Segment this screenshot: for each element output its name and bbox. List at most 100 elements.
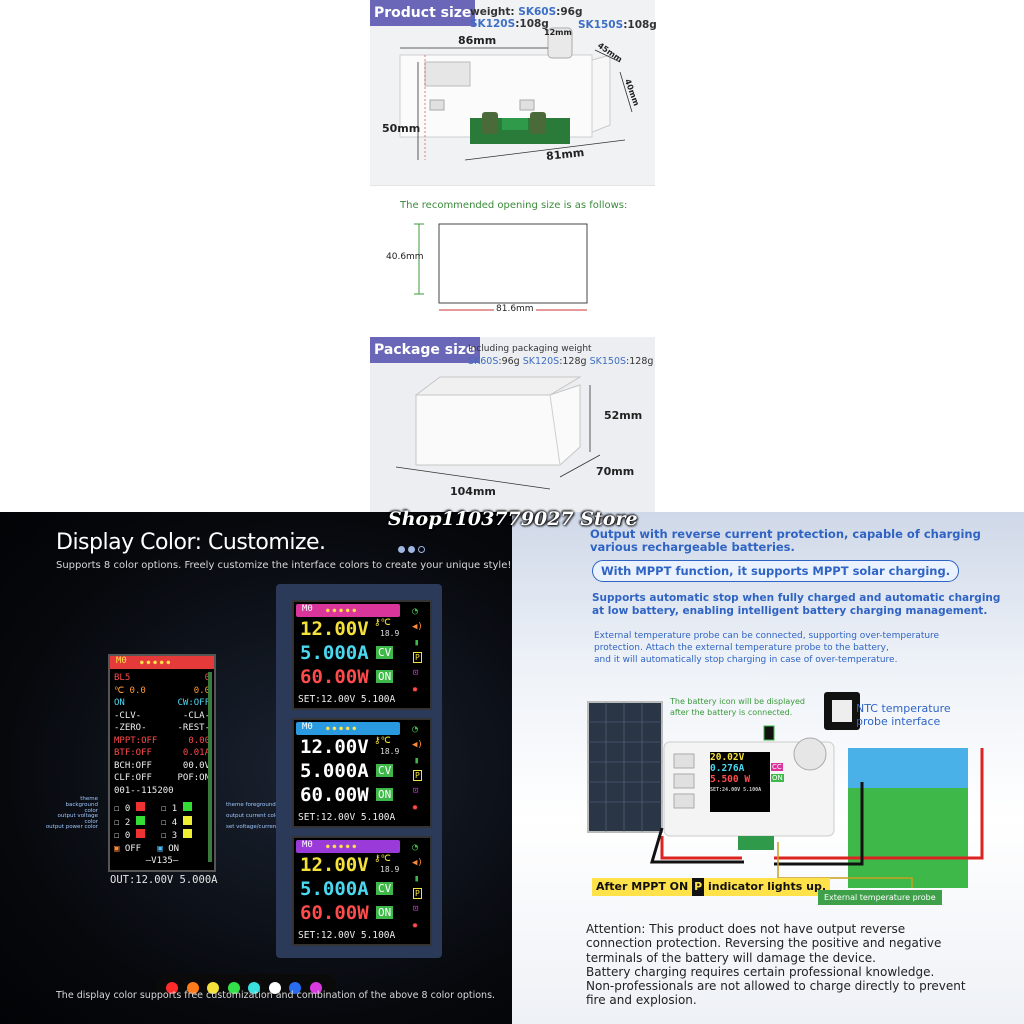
ext-probe-label: External temperature probe xyxy=(818,890,942,905)
screen-header: M0●●●●● xyxy=(296,722,400,735)
menu-version: —V135— xyxy=(145,856,179,866)
device-button[interactable] xyxy=(673,773,695,789)
device-button[interactable] xyxy=(673,753,695,769)
package-size-tag: Package size xyxy=(370,337,480,363)
color-row-value: 3 xyxy=(171,831,178,841)
dim-line xyxy=(594,49,621,63)
menu-scrollbar[interactable] xyxy=(208,672,212,862)
battery-icon: ▮ xyxy=(414,874,420,884)
dot[interactable] xyxy=(398,546,405,553)
mppt-scene xyxy=(587,692,984,888)
menu-row-key: ON xyxy=(114,698,125,708)
ntc-label: NTC temperature probe interface xyxy=(856,702,951,728)
color-swatch[interactable] xyxy=(289,982,301,994)
set-line: SET:12.00V 5.100A xyxy=(298,930,396,941)
wifi-icon: ◔ xyxy=(412,606,419,617)
opening-rect xyxy=(438,223,588,304)
speaker-icon: ◀) xyxy=(412,622,423,632)
package-drawing xyxy=(395,376,601,490)
swatch xyxy=(182,802,192,811)
device-clip xyxy=(519,99,535,111)
p-indicator-icon: P xyxy=(692,878,705,896)
switch-row[interactable]: ▣ OFF ▣ ON xyxy=(114,843,180,854)
weight-value: :108g xyxy=(515,18,549,30)
menu-row[interactable]: BL50 xyxy=(114,672,210,685)
color-row-value: 1 xyxy=(171,804,178,814)
color-swatch[interactable] xyxy=(309,982,322,994)
color-swatch[interactable] xyxy=(207,982,219,994)
menu-row-value: -CLA- xyxy=(182,710,210,721)
capacitor xyxy=(530,112,546,134)
device-clip xyxy=(429,99,445,111)
cv-badge: CV xyxy=(376,646,394,659)
on-badge: ON xyxy=(376,670,394,683)
color-swatch[interactable] xyxy=(186,982,199,994)
device-on: ON xyxy=(771,774,784,782)
menu-row-key: BL5 xyxy=(114,673,131,683)
probe-wire xyxy=(777,842,913,888)
device-set: SET:24.00V 5.100A xyxy=(710,787,762,793)
product-size-tag: Product size xyxy=(370,0,476,26)
screen-header-dots: ●●●●● xyxy=(326,843,360,850)
mppt-pill: With MPPT function, it supports MPPT sol… xyxy=(592,560,960,582)
device-screen xyxy=(424,61,471,87)
color-row[interactable]: ☐ 0 ☐ 1 xyxy=(114,802,210,816)
menu-row-key: -ZERO- xyxy=(114,723,147,733)
device-power: 5.500 W xyxy=(710,774,751,785)
menu-row-key: 001--115200 xyxy=(114,785,174,796)
menu-out: OUT:12.00V 5.000A xyxy=(110,874,218,886)
screen-header-label: M0 xyxy=(302,722,313,732)
color-swatch[interactable] xyxy=(248,982,260,994)
package-note: Including packaging weight xyxy=(468,344,592,354)
battery-note: The battery icon will be displayed after… xyxy=(670,697,805,717)
mppt-line1: Output with reverse current protection, … xyxy=(590,527,981,554)
dot[interactable] xyxy=(408,546,415,553)
weight-value: :96g xyxy=(556,6,583,18)
screen-header-label: M0 xyxy=(302,604,313,614)
menu-row-key: BTF:OFF xyxy=(114,748,152,758)
menu-row[interactable]: -CLV--CLA- xyxy=(114,710,210,723)
wifi-icon: ◔ xyxy=(412,842,419,853)
color-swatch[interactable] xyxy=(268,982,281,994)
box-edge xyxy=(549,394,561,466)
weight-value: :96g xyxy=(498,356,520,367)
display-title: Display Color: Customize. xyxy=(56,530,326,555)
weight-model: SK120S xyxy=(522,356,560,367)
swatch xyxy=(182,829,192,838)
lock-icon: ⊡ xyxy=(413,668,419,678)
ntc-connector xyxy=(832,700,852,722)
color-row[interactable]: ☐ 0 ☐ 3 xyxy=(114,829,210,843)
thermo-icon: ⚷℃ xyxy=(374,854,391,864)
swatch xyxy=(182,815,192,825)
voltage-value: 12.00V xyxy=(300,618,369,640)
solar-grid xyxy=(588,702,662,832)
box-body xyxy=(415,384,581,466)
color-swatch[interactable] xyxy=(227,982,240,994)
device-button[interactable] xyxy=(673,793,695,809)
box-top xyxy=(414,376,582,396)
dot[interactable] xyxy=(418,546,425,553)
display-subtitle: Supports 8 color options. Freely customi… xyxy=(56,560,512,571)
menu-row[interactable]: -ZERO--REST- xyxy=(114,722,210,735)
color-swatch[interactable] xyxy=(166,982,178,994)
menu-row-value: 0.0 xyxy=(193,685,210,696)
cv-badge: CV xyxy=(376,764,394,777)
weight-model: SK60S xyxy=(468,356,499,367)
screen-header: M0●●●●● xyxy=(296,604,400,617)
menu-row[interactable]: 001--115200 xyxy=(114,785,210,798)
color-row[interactable]: ☐ 2 ☐ 4 xyxy=(114,815,210,830)
label-set-vc: set voltage/current color xyxy=(226,824,294,830)
color-row-value: 0 xyxy=(124,831,131,841)
device-knob[interactable] xyxy=(793,737,827,771)
device-readout: 20.02V 0.276A 5.500 W SET:24.00V 5.100A xyxy=(710,752,770,796)
menu-row-key: CLF:OFF xyxy=(114,773,152,783)
screen-header-label: M0 xyxy=(302,840,313,850)
